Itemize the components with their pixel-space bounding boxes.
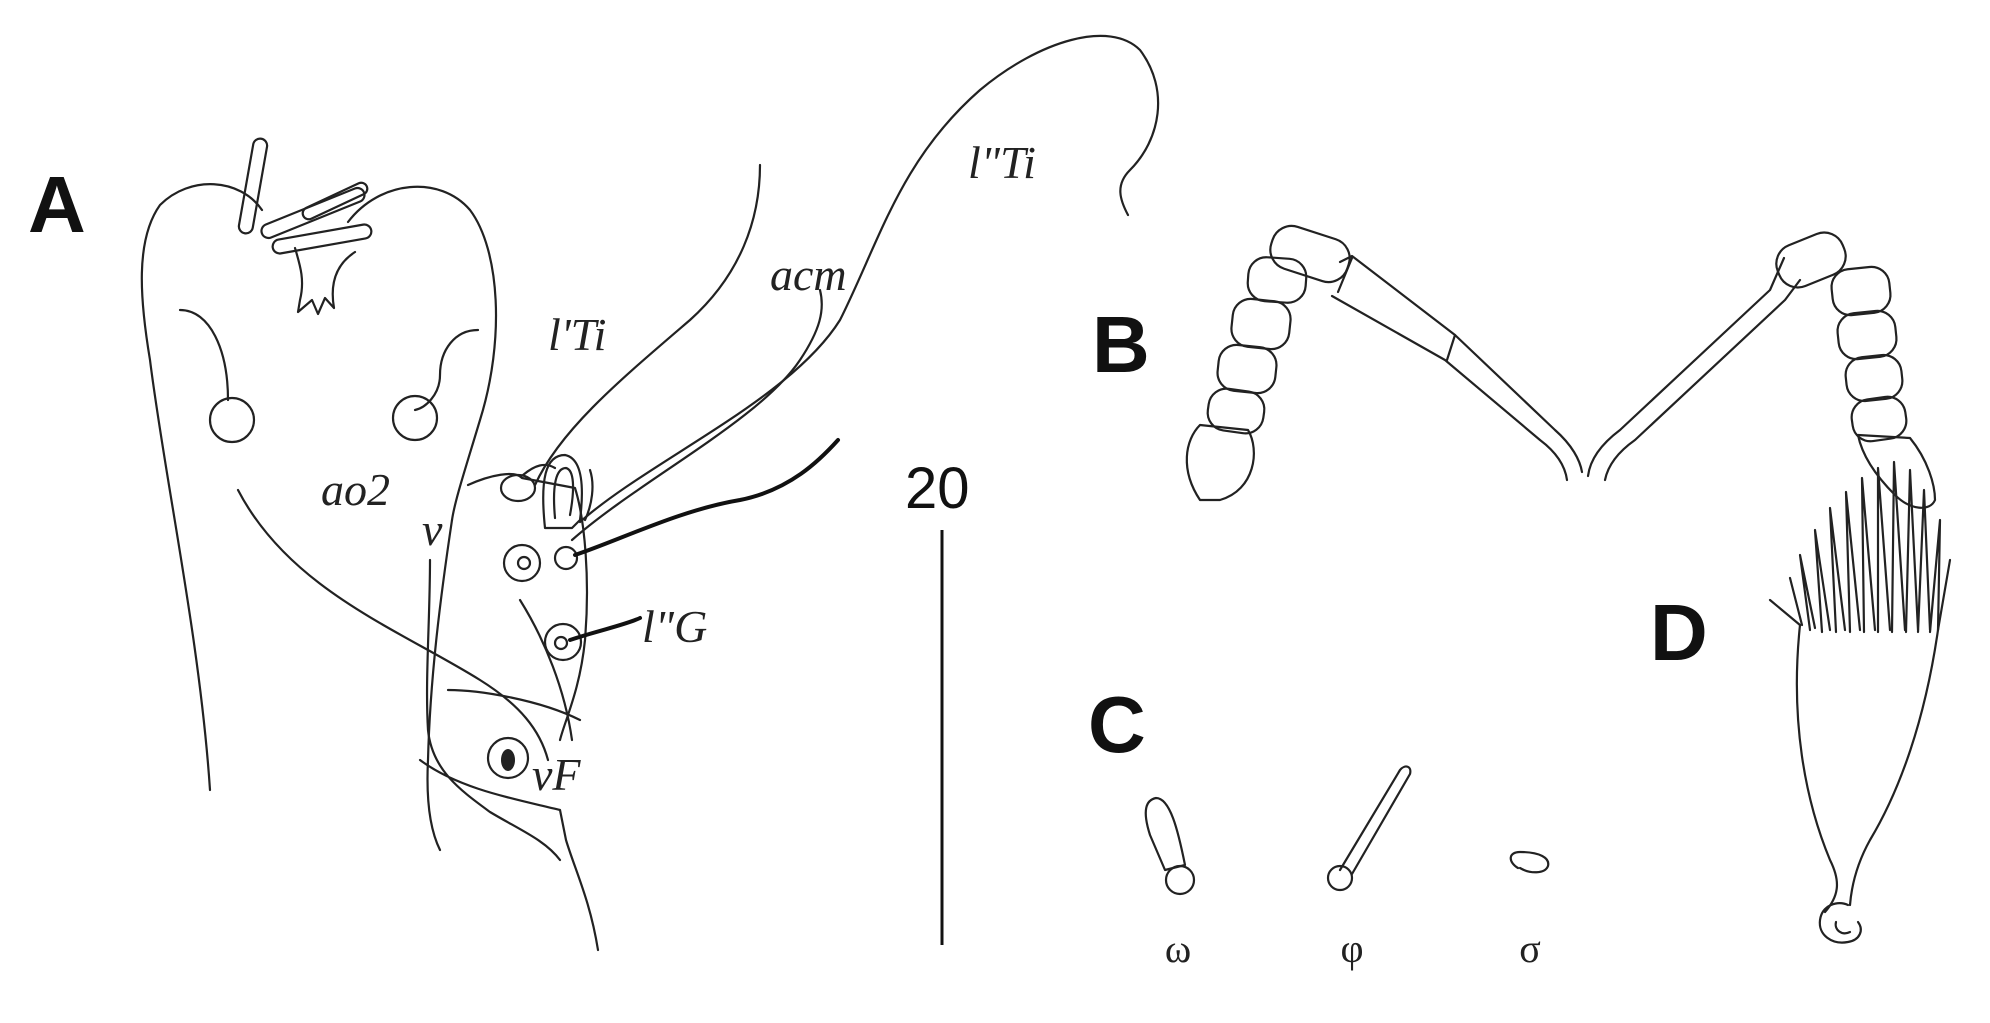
seta-lppTi (578, 34, 1160, 524)
socket-4 (543, 622, 583, 662)
appendage-left-joint-1 (1336, 256, 1354, 294)
fan-base (1818, 902, 1862, 944)
appendage-left-seg-5 (1269, 224, 1351, 284)
appendage-right-seg-3 (1836, 309, 1898, 361)
socket-2-dot (516, 555, 532, 571)
body-outline (140, 183, 498, 792)
socket-4-dot (553, 635, 569, 651)
tritosternum (293, 246, 357, 316)
socket-2 (502, 543, 542, 583)
fan-tine (1928, 518, 1942, 634)
panel-a: A (28, 34, 1160, 952)
fan-tine (1844, 490, 1862, 634)
panel-label-c: C (1088, 680, 1146, 769)
claw-structure (542, 453, 583, 530)
fan-tine (1876, 466, 1892, 634)
seta-thin-1 (521, 463, 557, 477)
fan-tine (1916, 488, 1932, 634)
appendage-right (1586, 231, 1937, 509)
fan-tines (1768, 460, 1952, 634)
diagonal-curve (236, 488, 550, 762)
appendage-left-seg-2 (1216, 343, 1278, 395)
label-lpTi: l'Ti (548, 309, 606, 360)
socket-3 (553, 545, 579, 571)
fan-tine (1936, 558, 1952, 632)
panel-label-d: D (1650, 588, 1708, 677)
appendage-left-tip (1185, 423, 1255, 502)
appendage-left-seg-4 (1246, 256, 1308, 304)
appendage-left-joint-2 (1445, 333, 1457, 362)
fan-tine (1798, 553, 1817, 632)
fan-tine (1828, 506, 1847, 634)
appendage-left-seg-3 (1230, 297, 1292, 351)
sigma-hook (1509, 850, 1550, 874)
fan-tine (1768, 576, 1804, 627)
socket-5-dot (501, 749, 515, 771)
appendage-left (1185, 224, 1584, 502)
appendage-right-shaft (1586, 256, 1802, 482)
solenidion-phi: φ (1326, 765, 1412, 971)
seta-thick-1 (573, 438, 840, 557)
phi-rod (1338, 765, 1412, 876)
leg-segment-line (446, 688, 582, 722)
panel-d: D (1650, 460, 1952, 944)
label-phi: φ (1340, 926, 1363, 971)
body-inner-line (426, 518, 454, 852)
omega-rod (1144, 796, 1187, 872)
label-acm: acm (770, 249, 847, 300)
label-v: v (422, 504, 443, 555)
appendage-right-seg-5 (1850, 395, 1908, 443)
socket-5 (486, 736, 530, 780)
right-inner-curve (413, 328, 480, 412)
fan-tine (1860, 476, 1877, 634)
pore-left (208, 396, 256, 444)
fan-tine (1904, 468, 1920, 634)
appendage-right-tip (1856, 433, 1937, 509)
fan-body (1795, 623, 1940, 914)
fan-base-inner (1834, 920, 1852, 935)
panel-c: C ω φ σ (1088, 680, 1550, 971)
label-vF: vF (532, 749, 581, 800)
socket-1 (499, 473, 537, 503)
pore-right (391, 394, 439, 442)
appendage-right-seg-1 (1775, 231, 1847, 289)
seta-acm (570, 288, 823, 542)
leg-outer-line (518, 598, 574, 742)
leg-outline (418, 472, 600, 952)
fan-tine (1813, 528, 1832, 634)
scale-bar-value: 20 (905, 456, 970, 521)
seta-rod-1 (237, 137, 269, 235)
phi-socket (1326, 864, 1354, 892)
seta-rod-3 (271, 223, 373, 255)
label-sigma: σ (1519, 926, 1541, 971)
solenidion-sigma: σ (1509, 850, 1550, 971)
left-inner-curve (178, 308, 230, 402)
seta-lppG (568, 616, 642, 642)
appendage-left-shaft (1330, 254, 1584, 482)
seta-lpTi (533, 163, 762, 487)
label-omega: ω (1165, 926, 1191, 971)
seta-rod-2 (260, 186, 366, 240)
panel-label-b: B (1092, 300, 1150, 389)
appendage-right-seg-2 (1830, 265, 1892, 317)
label-lppG: l"G (642, 601, 707, 652)
solenidion-omega: ω (1144, 796, 1196, 971)
label-ao2: ao2 (321, 464, 390, 515)
omega-socket (1164, 864, 1196, 896)
seta-rod-4 (301, 181, 369, 221)
panel-label-a: A (28, 160, 86, 249)
scale-bar: 20 (905, 456, 970, 945)
appendage-right-seg-4 (1844, 353, 1904, 403)
label-lppTi: l"Ti (968, 137, 1036, 188)
fan-tine (1890, 460, 1907, 634)
panel-b: B (1092, 224, 1937, 509)
